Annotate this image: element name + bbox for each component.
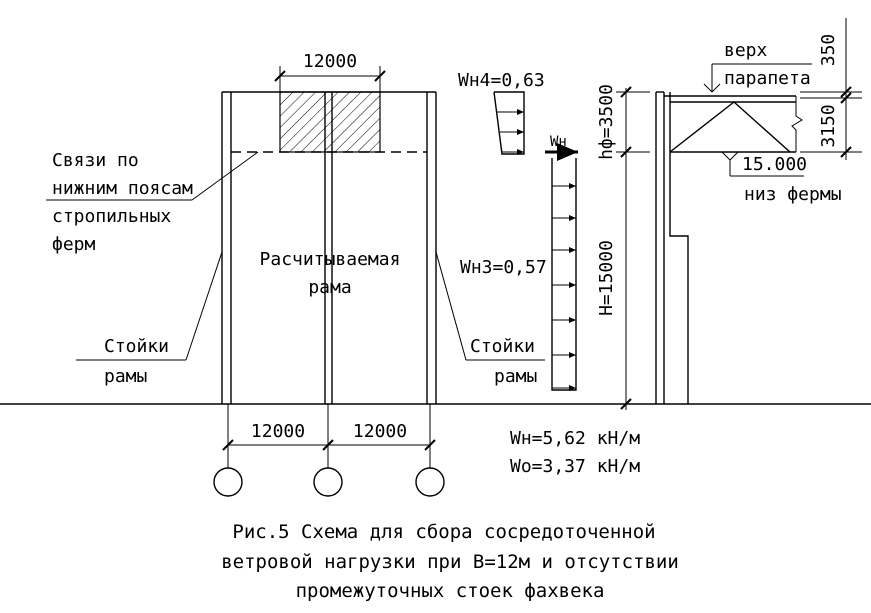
parapet-load: [493, 91, 525, 155]
distributed-load: [551, 158, 577, 391]
axis-bubble-2: [313, 467, 343, 497]
caption-line-1: Рис.5 Схема для сбора сосредоточенной: [232, 521, 655, 543]
top-dimension: 12000: [303, 51, 357, 72]
left-columns-label-2: рамы: [104, 366, 147, 387]
section-view: верх парапета 15.000 низ фермы 350 3150: [655, 18, 862, 404]
bracing-label-1: Связи по: [52, 150, 139, 171]
result-wo: Wо=3,37 кН/м: [510, 456, 640, 477]
result-wh: Wн=5,62 кН/м: [510, 428, 640, 449]
bracing-label-4: ферм: [52, 234, 96, 255]
plan-view: 12000 Связи по нижним поясам стропильных…: [46, 51, 545, 497]
caption-line-3: промежуточных стоек фахвека: [296, 580, 605, 602]
axis-bubble-3: [415, 467, 445, 497]
caption: Рис.5 Схема для сбора сосредоточенной ве…: [221, 521, 679, 602]
bottom-dimension-right: 12000: [353, 421, 407, 442]
hf-dimension: hф=3500: [596, 84, 617, 160]
right-columns-label-1: Стойки: [470, 336, 535, 357]
left-columns-label-1: Стойки: [104, 336, 169, 357]
wh4-label: Wн4=0,63: [458, 70, 545, 91]
frame-label-2: рама: [308, 277, 351, 298]
frame-label-1: Расчитываемая: [260, 249, 401, 270]
dim-350: 350: [818, 34, 839, 67]
wh-label: Wн: [550, 134, 567, 150]
caption-line-2: ветровой нагрузки при В=12м и отсутствии: [221, 551, 679, 573]
truss-bottom-label: низ фермы: [744, 184, 842, 205]
bracing-label-2: нижним поясам: [52, 178, 193, 199]
wind-load-view: Wн4=0,63 Wн Wн3=0,57 hф=3500 H=15000 Wн=…: [458, 70, 650, 477]
truss-elevation: 15.000: [742, 154, 807, 175]
parapet-label-2: парапета: [724, 68, 811, 89]
dim-3150: 3150: [818, 104, 839, 147]
h-dimension: H=15000: [596, 240, 617, 316]
right-columns-label-2: рамы: [494, 366, 537, 387]
hatched-area: [279, 91, 381, 153]
bottom-dimension-left: 12000: [251, 421, 305, 442]
axis-bubble-1: [213, 467, 243, 497]
bracing-label-3: стропильных: [52, 206, 171, 227]
parapet-label-1: верх: [724, 40, 768, 61]
wh3-label: Wн3=0,57: [460, 257, 547, 278]
